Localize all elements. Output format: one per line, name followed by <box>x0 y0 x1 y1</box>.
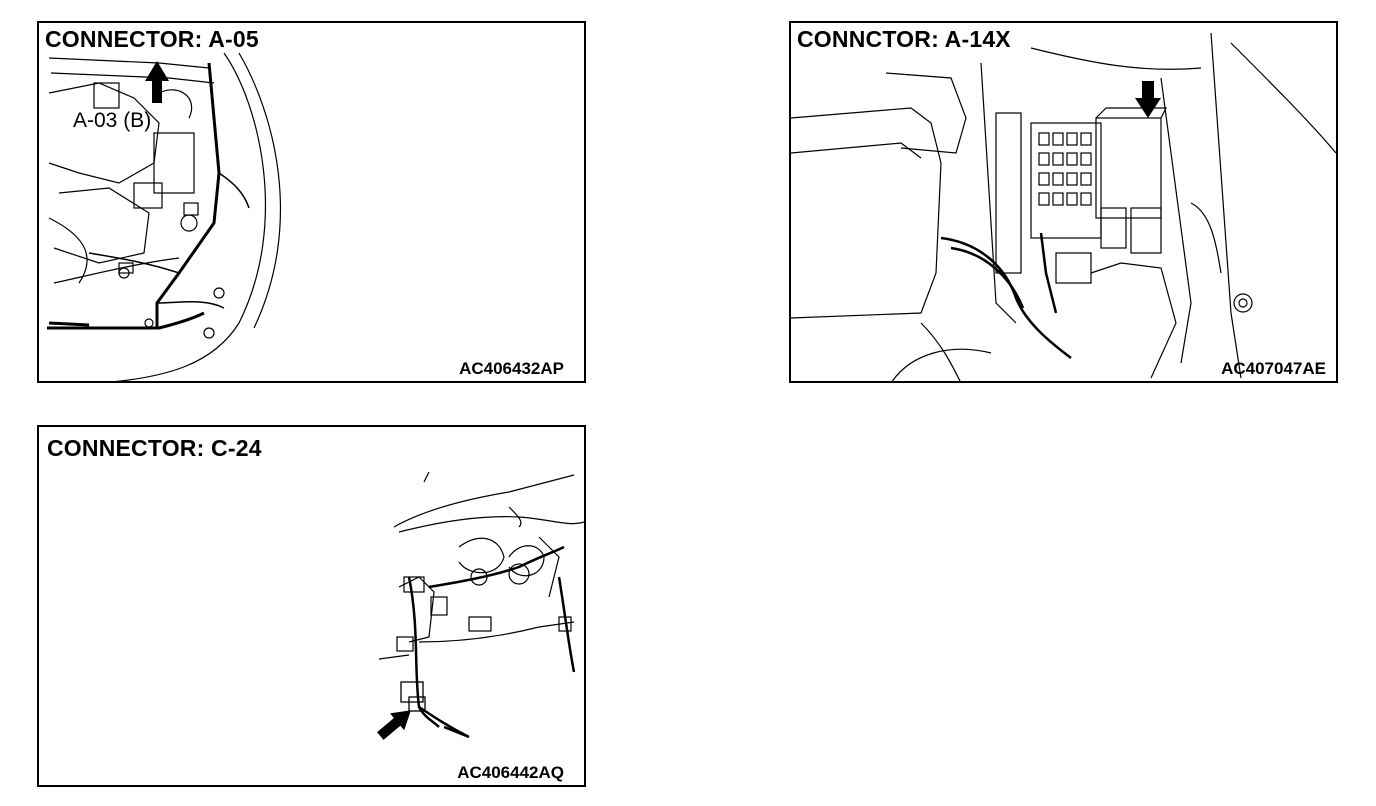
panel-connector-a05: CONNECTOR: A-05 A-03 (B) AC406432AP <box>37 21 586 383</box>
instrument-panel-illustration <box>377 471 584 740</box>
relay-box-illustration <box>791 32 1336 381</box>
arrow-up-icon <box>145 61 169 103</box>
panel-title: CONNECTOR: A-05 <box>45 26 259 52</box>
figure-code: AC406432AP <box>459 359 564 378</box>
arrow-diagonal-icon <box>377 710 411 740</box>
figure-code: AC406442AQ <box>457 763 564 782</box>
engine-bay-illustration <box>47 52 282 381</box>
panel-connector-a14x: CONNCTOR: A-14X AC407047AE <box>789 21 1338 383</box>
panel-title: CONNCTOR: A-14X <box>797 26 1011 52</box>
figure-code: AC407047AE <box>1221 359 1326 378</box>
panel-title: CONNECTOR: C-24 <box>47 435 262 461</box>
callout-label: A-03 (B) <box>73 109 152 132</box>
arrow-down-icon <box>1135 81 1161 118</box>
panel-connector-c24: CONNECTOR: C-24 AC406442AQ <box>37 425 586 787</box>
